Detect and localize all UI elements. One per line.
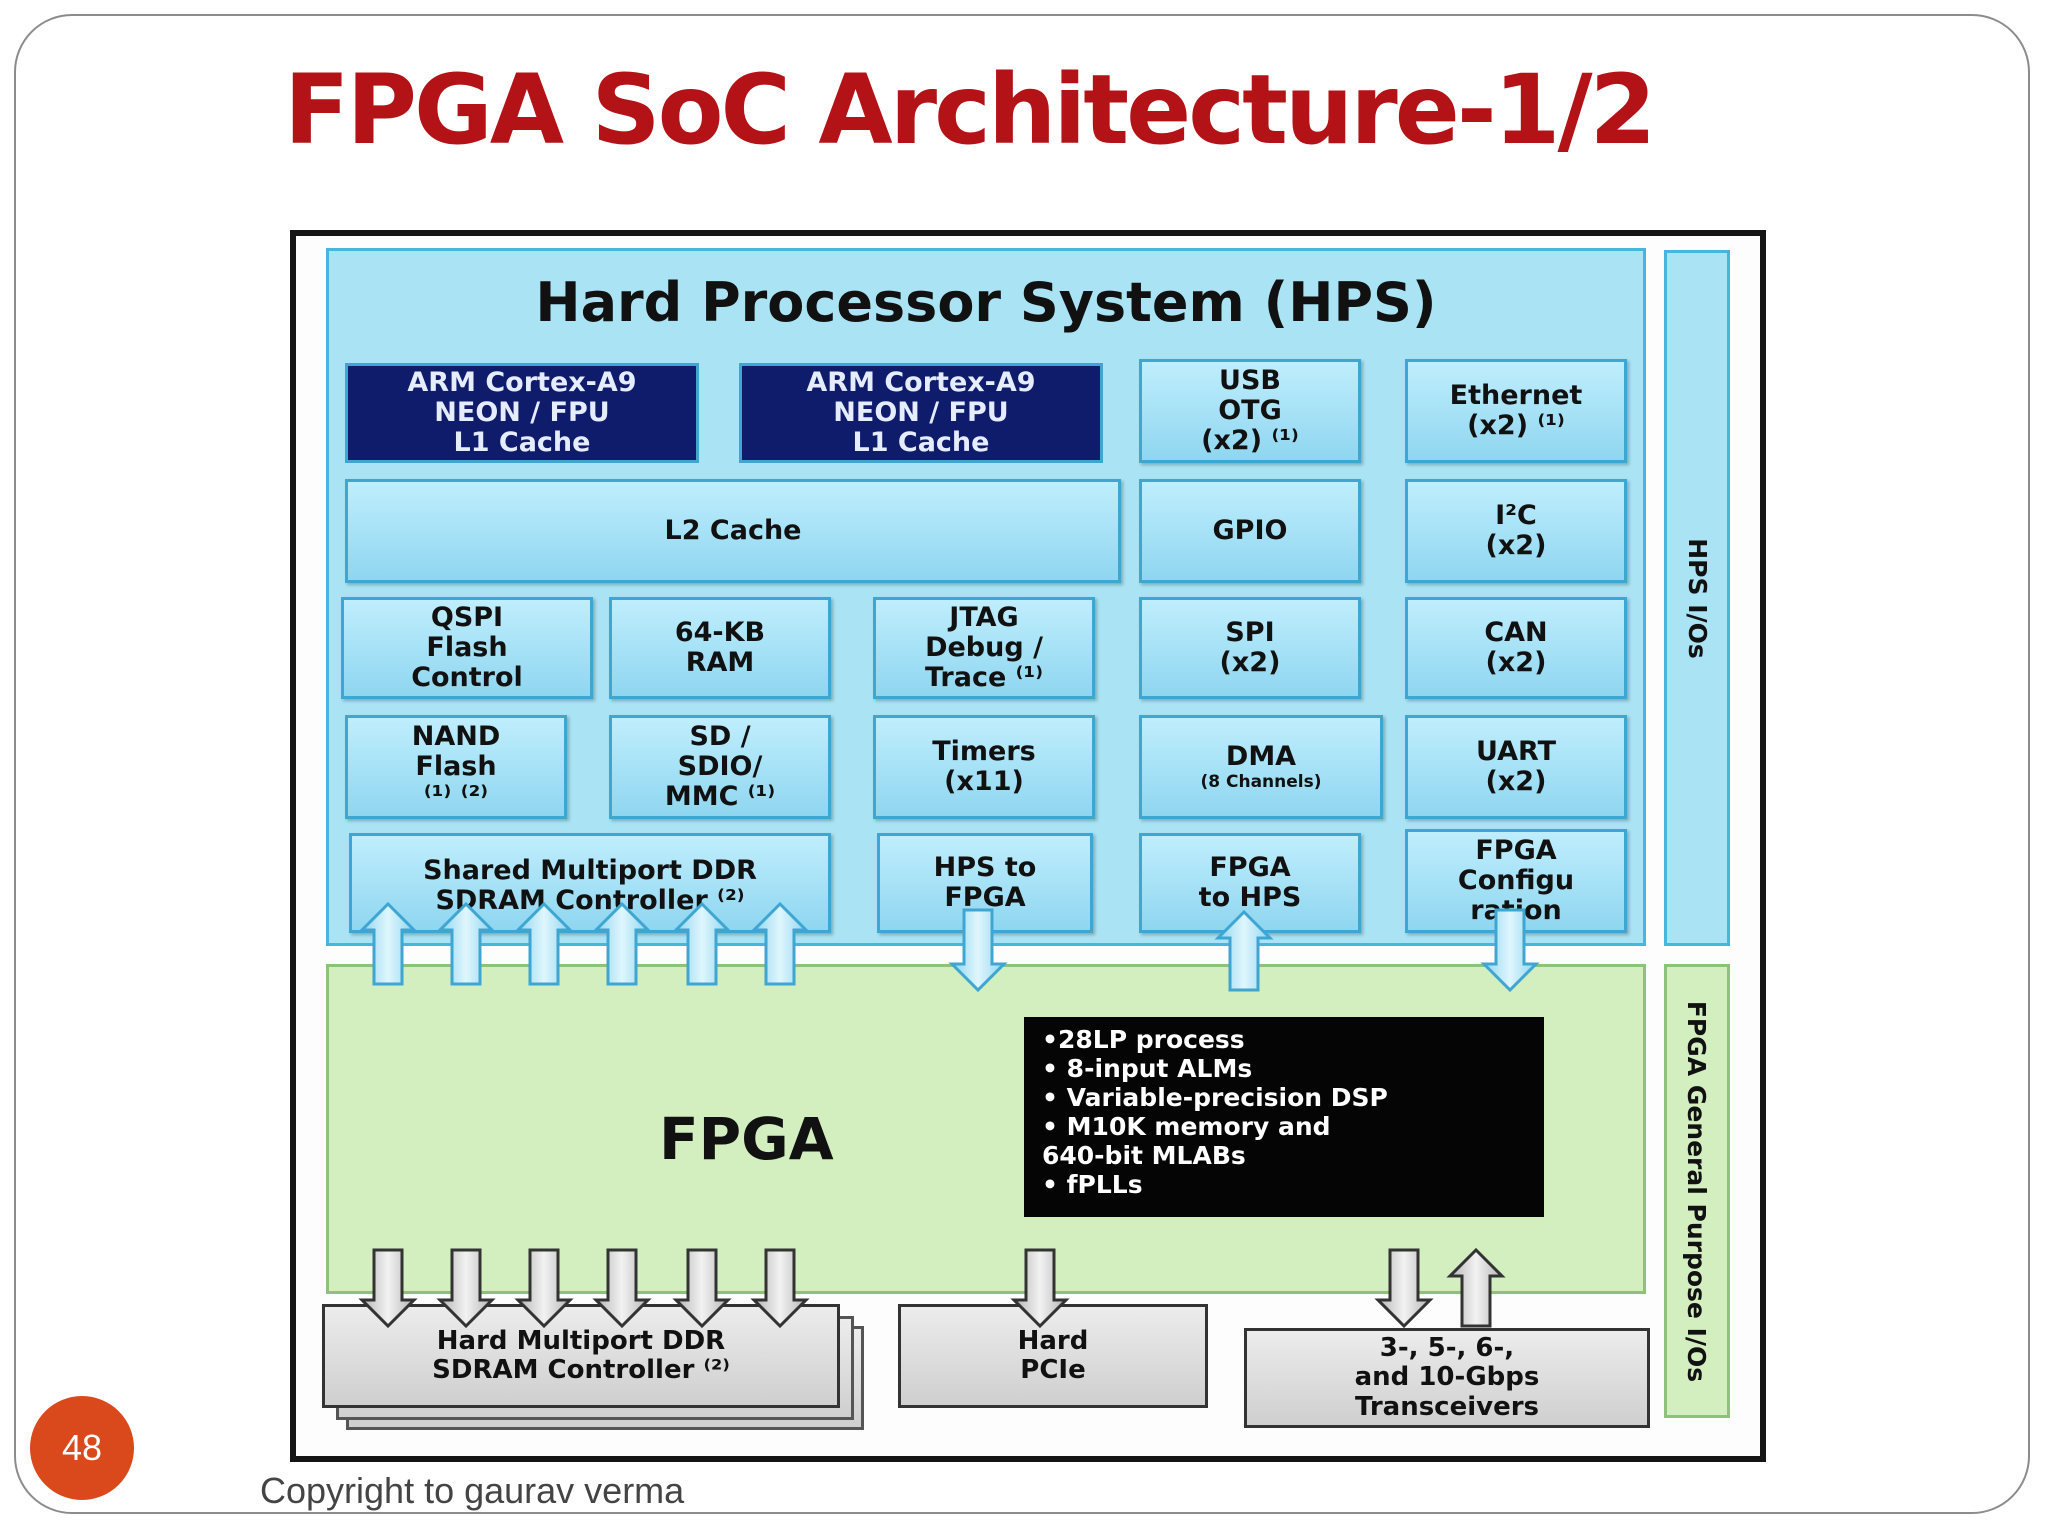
arrow-down-icon	[514, 1248, 574, 1329]
ram-64kb-block: 64-KB RAM	[609, 597, 831, 699]
feature-item: •28LP process	[1042, 1025, 1245, 1054]
hard-ddr-controller-block: Hard Multiport DDR SDRAM Controller ⁽²⁾	[322, 1304, 840, 1408]
fpga-region: FPGA •28LP process • 8-input ALMs • Vari…	[326, 964, 1646, 1294]
arrow-up-icon	[1446, 1247, 1506, 1328]
arrow-down-icon	[358, 1248, 418, 1329]
arrow-up-icon	[672, 901, 732, 986]
arrow-down-icon	[948, 908, 1008, 993]
page-number-badge: 48	[30, 1396, 134, 1500]
ethernet-block: Ethernet (x2) ⁽¹⁾	[1405, 359, 1627, 463]
fpga-ios-bar: FPGA General Purpose I/Os	[1664, 964, 1730, 1418]
arrow-down-icon	[436, 1248, 496, 1329]
i2c-block: I²C (x2)	[1405, 479, 1627, 583]
fpga-features-box: •28LP process • 8-input ALMs • Variable-…	[1024, 1017, 1544, 1217]
arrow-up-icon	[592, 901, 652, 986]
feature-item: • 8-input ALMs	[1042, 1054, 1253, 1083]
jtag-debug-trace-block: JTAG Debug / Trace ⁽¹⁾	[873, 597, 1095, 699]
shared-ddr-controller-block: Shared Multiport DDR SDRAM Controller ⁽²…	[349, 833, 831, 933]
transceivers-block: 3-, 5-, 6-, and 10-Gbps Transceivers	[1244, 1328, 1650, 1428]
l2-cache-block: L2 Cache	[345, 479, 1121, 583]
timers-block: Timers (x11)	[873, 715, 1095, 819]
sd-sdio-mmc-block: SD / SDIO/ MMC ⁽¹⁾	[609, 715, 831, 819]
dma-block: DMA (8 Channels)	[1139, 715, 1383, 819]
spi-block: SPI (x2)	[1139, 597, 1361, 699]
hps-region: Hard Processor System (HPS) ARM Cortex-A…	[326, 248, 1646, 946]
nand-flash-block: NAND Flash ⁽¹⁾ ⁽²⁾	[345, 715, 567, 819]
slide-title: FPGA SoC Architecture-1/2	[284, 54, 1656, 166]
feature-item: • M10K memory and	[1042, 1112, 1331, 1141]
architecture-diagram: Hard Processor System (HPS) ARM Cortex-A…	[290, 230, 1766, 1462]
qspi-flash-control-block: QSPI Flash Control	[341, 597, 593, 699]
arrow-down-icon	[1374, 1248, 1434, 1329]
arm-cortex-a9-core-0: ARM Cortex-A9 NEON / FPU L1 Cache	[345, 363, 699, 463]
arrow-down-icon	[750, 1248, 810, 1329]
feature-item: 640-bit MLABs	[1042, 1141, 1246, 1170]
fpga-label: FPGA	[659, 1105, 834, 1173]
copyright-text: Copyright to gaurav verma	[260, 1470, 685, 1511]
usb-otg-block: USB OTG (x2) ⁽¹⁾	[1139, 359, 1361, 463]
arrow-up-icon	[750, 901, 810, 986]
hps-ios-bar: HPS I/Os	[1664, 250, 1730, 946]
feature-item: • fPLLs	[1042, 1170, 1143, 1199]
gpio-block: GPIO	[1139, 479, 1361, 583]
arrow-up-icon	[1214, 909, 1274, 992]
hps-title: Hard Processor System (HPS)	[535, 271, 1437, 334]
can-block: CAN (x2)	[1405, 597, 1627, 699]
arrow-up-icon	[514, 901, 574, 986]
uart-block: UART (x2)	[1405, 715, 1627, 819]
arm-cortex-a9-core-1: ARM Cortex-A9 NEON / FPU L1 Cache	[739, 363, 1103, 463]
arrow-down-icon	[1480, 908, 1540, 993]
feature-item: • Variable-precision DSP	[1042, 1083, 1388, 1112]
arrow-down-icon	[592, 1248, 652, 1329]
arrow-up-icon	[358, 901, 418, 986]
arrow-down-icon	[672, 1248, 732, 1329]
arrow-down-icon	[1010, 1248, 1070, 1329]
dma-title: DMA	[1225, 741, 1297, 773]
fpga-configuration-block: FPGA Configu ration	[1405, 829, 1627, 933]
arrow-up-icon	[436, 901, 496, 986]
dma-channels: (8 Channels)	[1200, 771, 1322, 792]
